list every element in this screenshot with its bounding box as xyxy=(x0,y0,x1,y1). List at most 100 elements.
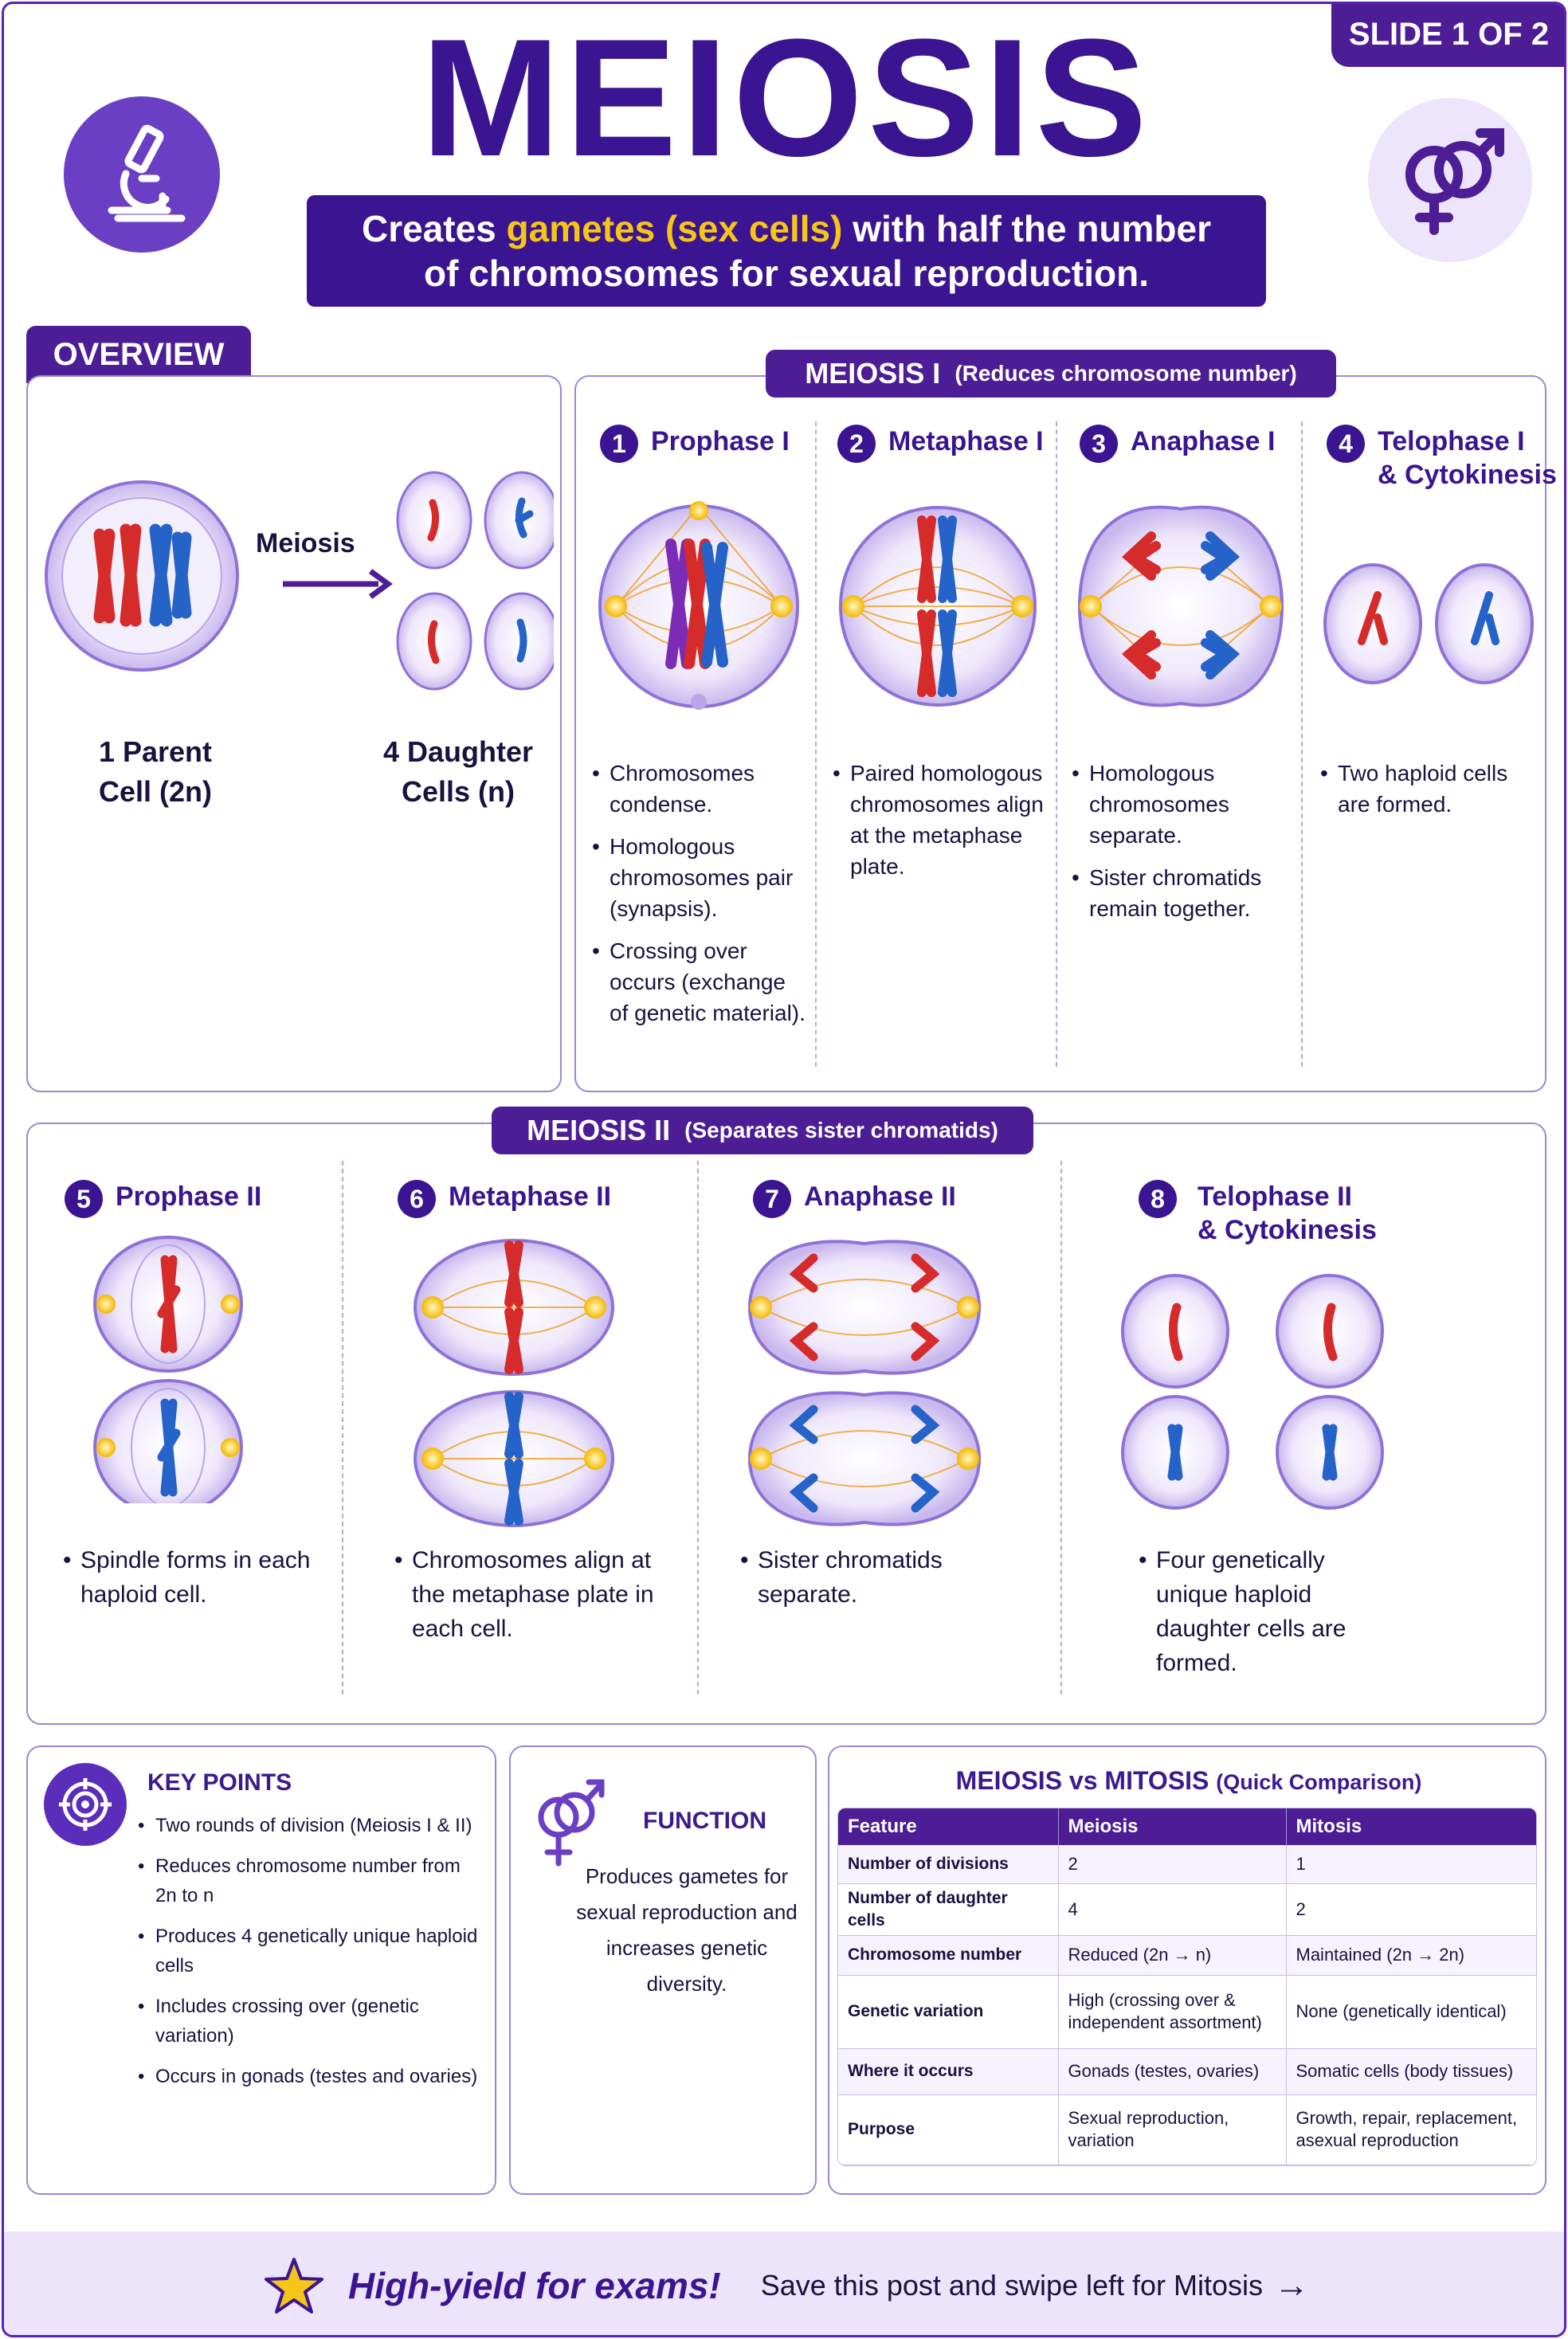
table-cell: 1 xyxy=(1286,1845,1536,1884)
meiosis-2-tag-sub: (Separates sister chromatids) xyxy=(684,1118,998,1142)
comparison-title-sub: (Quick Comparison) xyxy=(1216,1770,1422,1794)
gender-symbols-icon xyxy=(538,1779,605,1867)
table-cell: Maintained (2n → 2n) xyxy=(1286,1935,1536,1976)
overview-tag: OVERVIEW xyxy=(26,326,251,383)
footer-highlight: High-yield for exams! xyxy=(347,2265,721,2306)
meiosis-1-tag-label: MEIOSIS I xyxy=(805,357,941,390)
telophase-1-cells xyxy=(1323,563,1534,684)
metaphase-1-cell xyxy=(839,506,1037,707)
star-icon xyxy=(264,2258,323,2314)
microscope-icon xyxy=(64,96,220,253)
function-panel: FUNCTION Produces gametes for sexual rep… xyxy=(509,1745,817,2195)
prophase-1-cell xyxy=(598,501,799,710)
bullet-item: Two haploid cells are formed. xyxy=(1320,758,1535,820)
table-cell: None (genetically identical) xyxy=(1286,1975,1536,2049)
bullet-item: Chromosomes align at the metaphase plate… xyxy=(394,1543,681,1646)
overview-diagram xyxy=(45,471,554,691)
stage-title-prophase-2: 5 Prophase II xyxy=(65,1180,261,1218)
table-cell: 2 xyxy=(1286,1883,1536,1936)
meiosis-arrow-label: Meiosis xyxy=(256,528,355,558)
parent-cell-caption: 1 Parent Cell (2n) xyxy=(60,732,251,812)
stage-title-telophase-1: 4 Telophase I& Cytokinesis xyxy=(1327,425,1557,492)
parent-caption-line: 1 Parent xyxy=(98,735,213,768)
comparison-panel: MEIOSIS vs MITOSIS (Quick Comparison) Fe… xyxy=(828,1745,1546,2195)
key-points-panel: KEY POINTS Two rounds of division (Meios… xyxy=(26,1745,496,2195)
key-point-item: Occurs in gonads (testes and ovaries) xyxy=(138,2062,480,2091)
key-point-item: Reduces chromosome number from 2n to n xyxy=(138,1851,480,1910)
table-row: Where it occurs Gonads (testes, ovaries)… xyxy=(838,2048,1536,2095)
subtitle-text: with half the number xyxy=(842,208,1212,249)
subtitle-line-2: of chromosomes for sexual reproduction. xyxy=(424,253,1149,294)
anaphase-1-cell xyxy=(1077,505,1284,707)
stage-title-text: Metaphase II xyxy=(449,1181,612,1212)
divider xyxy=(1060,1161,1062,1695)
stage-title-text: Anaphase II xyxy=(804,1181,956,1212)
metaphase-1-bullets: Paired homologous chromosomes align at t… xyxy=(833,758,1048,893)
table-cell: Number of divisions xyxy=(838,1845,1059,1884)
stage-title-text: & Cytokinesis xyxy=(1198,1215,1377,1245)
key-point-item: Includes crossing over (genetic variatio… xyxy=(138,1992,480,2051)
daughter-caption-line: 4 Daughter xyxy=(382,735,534,768)
stage-number: 1 xyxy=(600,425,638,463)
bullet-item: Homologous chromosomes pair (synapsis). xyxy=(592,831,807,924)
stage-title-text: Prophase II xyxy=(116,1181,262,1212)
function-title: FUNCTION xyxy=(643,1808,766,1834)
table-cell: Genetic variation xyxy=(838,1975,1059,2049)
table-cell: 2 xyxy=(1058,1845,1287,1884)
meiosis-1-tag-sub: (Reduces chromosome number) xyxy=(955,361,1297,386)
parent-caption-line: Cell (2n) xyxy=(98,775,212,808)
divider xyxy=(815,421,817,1067)
stage-title-text: Prophase I xyxy=(651,426,790,456)
stage-number: 5 xyxy=(65,1180,103,1218)
swipe-arrow-icon[interactable]: → xyxy=(1274,2266,1310,2305)
table-cell: Chromosome number xyxy=(838,1935,1059,1976)
table-cell: Growth, repair, replacement, asexual rep… xyxy=(1286,2094,1536,2165)
table-row: Purpose Sexual reproduction, variation G… xyxy=(838,2094,1536,2165)
stage-number: 4 xyxy=(1327,425,1365,463)
table-cell: High (crossing over & independent assort… xyxy=(1058,1975,1287,2049)
stage-title-metaphase-2: 6 Metaphase II xyxy=(398,1180,611,1218)
telophase-1-bullets: Two haploid cells are formed. xyxy=(1320,758,1535,831)
gender-symbols-icon xyxy=(1368,98,1532,262)
telophase-2-bullets: Four genetically unique haploid daughter… xyxy=(1139,1543,1378,1691)
slide-badge: SLIDE 1 OF 2 xyxy=(1331,4,1564,67)
footer-banner: High-yield for exams! Save this post and… xyxy=(4,2231,1564,2335)
prophase-2-cells xyxy=(93,1236,243,1503)
meiosis-2-tag: MEIOSIS II(Separates sister chromatids) xyxy=(492,1107,1033,1154)
key-point-item: Produces 4 genetically unique haploid ce… xyxy=(138,1922,480,1981)
stage-number: 7 xyxy=(753,1180,791,1218)
bullet-item: Crossing over occurs (exchange of geneti… xyxy=(592,935,807,1028)
table-cell: Somatic cells (body tissues) xyxy=(1286,2048,1536,2095)
subtitle-highlight: gametes (sex cells) xyxy=(506,208,843,249)
table-cell: 4 xyxy=(1058,1883,1287,1936)
bullet-item: Sister chromatids separate. xyxy=(740,1543,1027,1612)
subtitle-text: Creates xyxy=(361,208,507,249)
divider xyxy=(1301,421,1303,1067)
anaphase-1-bullets: Homologous chromosomes separate. Sister … xyxy=(1072,758,1287,935)
stage-title-telophase-2: 8 Telophase II& Cytokinesis xyxy=(1139,1180,1377,1247)
subtitle-banner: Creates gametes (sex cells) with half th… xyxy=(307,195,1266,307)
table-row: Chromosome number Reduced (2n → n) Maint… xyxy=(838,1935,1536,1976)
stage-title-prophase-1: 1 Prophase I xyxy=(600,425,790,463)
bullet-item: Chromosomes condense. xyxy=(592,758,807,820)
divider xyxy=(342,1161,343,1695)
stage-title-anaphase-2: 7 Anaphase II xyxy=(753,1180,956,1218)
table-row: Number of divisions 2 1 xyxy=(838,1845,1536,1884)
table-row: Number of daughter cells 4 2 xyxy=(838,1883,1536,1936)
daughter-cells-caption: 4 Daughter Cells (n) xyxy=(363,732,554,812)
bullet-item: Homologous chromosomes separate. xyxy=(1072,758,1287,851)
stage-number: 6 xyxy=(398,1180,436,1218)
table-cell: Sexual reproduction, variation xyxy=(1058,2094,1287,2165)
overview-panel: Meiosis 1 Parent Cell (2n) 4 Daughter Ce… xyxy=(26,375,562,1092)
bullet-item: Paired homologous chromosomes align at t… xyxy=(833,758,1048,882)
target-icon xyxy=(44,1763,127,1846)
stage-title-text: Anaphase I xyxy=(1131,426,1276,456)
function-text: Produces gametes for sexual reproduction… xyxy=(576,1864,798,1996)
key-points-title: KEY POINTS xyxy=(147,1769,292,1796)
metaphase-2-bullets: Chromosomes align at the metaphase plate… xyxy=(394,1543,681,1657)
divider xyxy=(697,1161,699,1695)
anaphase-2-cells xyxy=(747,1240,982,1526)
prophase-1-bullets: Chromosomes condense. Homologous chromos… xyxy=(592,758,807,1040)
